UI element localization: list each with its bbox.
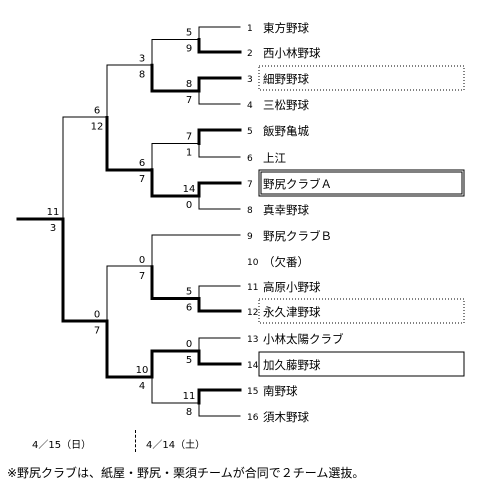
date-divider bbox=[135, 430, 136, 452]
score-top: 8 bbox=[186, 79, 192, 90]
team-seed: 10 bbox=[247, 258, 259, 268]
team-name: 東方野球 bbox=[263, 21, 309, 35]
team-seed: 4 bbox=[247, 101, 253, 111]
score-top: 14 bbox=[183, 184, 196, 195]
team-name: 真幸野球 bbox=[263, 203, 309, 217]
score-bottom: 7 bbox=[186, 95, 192, 106]
team-seed: 15 bbox=[247, 387, 258, 397]
team-name: 上江 bbox=[263, 151, 286, 165]
team-seed: 7 bbox=[247, 180, 253, 190]
score-top: 3 bbox=[139, 53, 145, 64]
score-top: 5 bbox=[186, 28, 192, 39]
team-name: 加久藤野球 bbox=[263, 358, 321, 372]
score-bottom: 6 bbox=[186, 303, 192, 314]
team-seed: 8 bbox=[247, 206, 253, 216]
team-seed: 9 bbox=[247, 232, 253, 242]
score-bottom: 9 bbox=[186, 44, 192, 55]
team-box bbox=[260, 171, 463, 195]
date-right: 4／14（土） bbox=[146, 440, 206, 451]
team-name: 細野野球 bbox=[263, 72, 309, 86]
score-bottom: 0 bbox=[186, 200, 192, 211]
score-bottom: 5 bbox=[186, 355, 192, 366]
score-top: 0 bbox=[94, 310, 100, 321]
team-box bbox=[258, 351, 465, 377]
team-name: 南野球 bbox=[263, 384, 298, 398]
team-seed: 3 bbox=[247, 75, 253, 85]
team-seed: 5 bbox=[247, 127, 253, 137]
score-bottom: 4 bbox=[139, 381, 145, 392]
team-box bbox=[258, 169, 465, 197]
team-name: 飯野亀城 bbox=[263, 124, 309, 138]
score-top: 6 bbox=[139, 158, 145, 169]
score-bottom: 7 bbox=[139, 174, 145, 185]
score-top: 10 bbox=[136, 365, 149, 376]
score-top: 6 bbox=[94, 106, 100, 117]
team-box bbox=[258, 298, 465, 324]
team-seed: 1 bbox=[247, 24, 253, 34]
team-name: 永久津野球 bbox=[263, 305, 321, 319]
score-bottom: 7 bbox=[139, 271, 145, 282]
date-left: 4／15（日） bbox=[32, 440, 92, 451]
score-top: 5 bbox=[186, 287, 192, 298]
team-seed: 2 bbox=[247, 49, 253, 59]
team-seed: 16 bbox=[247, 413, 259, 423]
team-seed: 12 bbox=[247, 308, 258, 318]
team-name: 野尻クラブＡ bbox=[263, 177, 332, 191]
score-bottom: 12 bbox=[91, 122, 104, 133]
team-box bbox=[258, 65, 465, 91]
team-name: （欠番） bbox=[263, 255, 309, 269]
score-bottom: 1 bbox=[186, 148, 192, 159]
team-seed: 11 bbox=[247, 283, 258, 293]
score-top: 11 bbox=[183, 391, 196, 402]
score-bottom: 3 bbox=[50, 223, 56, 234]
score-bottom: 8 bbox=[139, 69, 145, 80]
score-top: 7 bbox=[186, 132, 192, 143]
team-seed: 13 bbox=[247, 335, 258, 345]
team-name: 小林太陽クラブ bbox=[263, 332, 344, 346]
score-top: 11 bbox=[47, 207, 60, 218]
team-name: 須木野球 bbox=[263, 410, 309, 424]
team-name: 野尻クラブＢ bbox=[263, 229, 332, 243]
team-name: 高原小野球 bbox=[263, 280, 321, 294]
score-top: 0 bbox=[139, 255, 145, 266]
team-name: 三松野球 bbox=[263, 98, 309, 112]
score-bottom: 8 bbox=[186, 407, 192, 418]
footnote: ※野尻クラブは、紙屋・野尻・栗須チームが合同で２チーム選抜。 bbox=[7, 466, 365, 480]
team-seed: 14 bbox=[247, 361, 259, 371]
score-top: 0 bbox=[186, 339, 192, 350]
team-name: 西小林野球 bbox=[263, 46, 321, 60]
score-bottom: 7 bbox=[94, 326, 100, 337]
team-seed: 6 bbox=[247, 154, 253, 164]
